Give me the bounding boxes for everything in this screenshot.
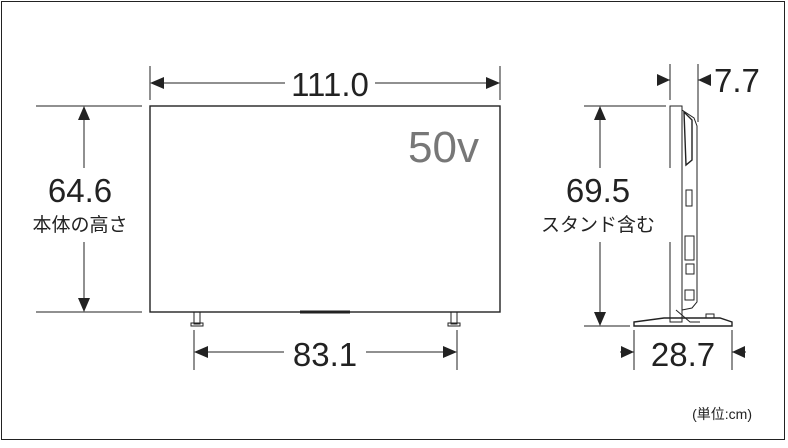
tv-side-view [633, 105, 733, 327]
depth-top-dimension: 7.7 [657, 62, 760, 122]
height-with-stand-caption: スタンド含む [541, 214, 655, 236]
tv-left-foot [190, 311, 204, 327]
stand-depth-label: 28.7 [651, 336, 715, 373]
stand-depth-dimension: 28.7 [620, 330, 746, 373]
screen-height-label: 64.6 [48, 172, 112, 209]
size-badge: 50v [408, 123, 479, 172]
stand-width-label: 83.1 [293, 336, 357, 373]
width-dimension: 111.0 [149, 64, 501, 103]
depth-top-label: 7.7 [714, 62, 760, 99]
tv-front-view: 50v [149, 105, 501, 327]
unit-note: (単位:cm) [692, 406, 752, 422]
tv-right-foot [447, 311, 461, 327]
screen-height-dimension: 64.6 本体の高さ [22, 105, 146, 313]
height-with-stand-dimension: 69.5 スタンド含む [526, 105, 674, 327]
screen-height-caption: 本体の高さ [32, 214, 127, 236]
height-with-stand-label: 69.5 [566, 172, 630, 209]
stand-width-dimension: 83.1 [193, 330, 458, 373]
width-label: 111.0 [291, 66, 369, 103]
